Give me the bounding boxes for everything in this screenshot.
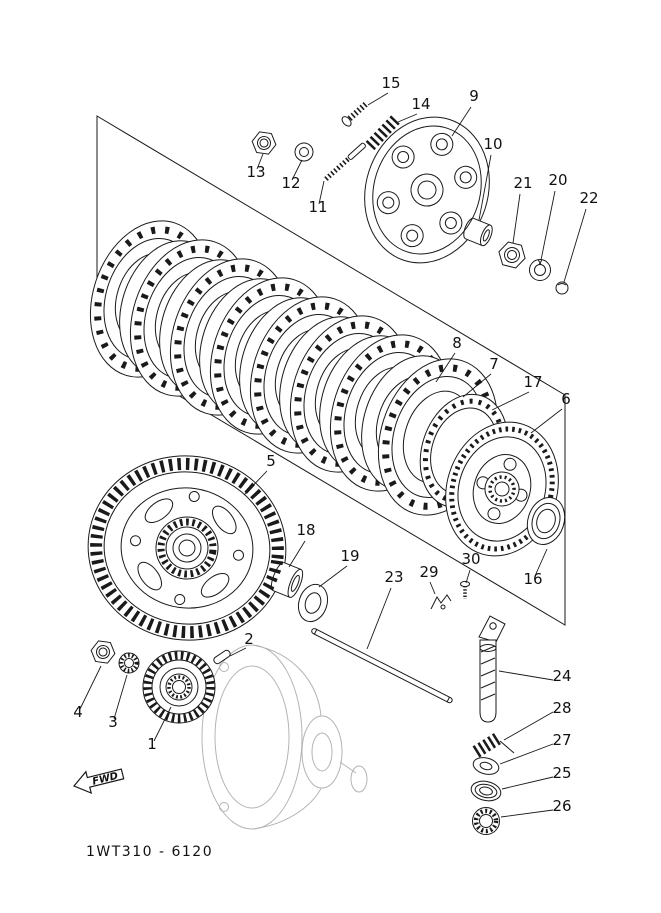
callout-27: 27: [552, 731, 571, 749]
plain-washer-19: [297, 583, 329, 623]
callout-29: 29: [419, 563, 438, 581]
clutch-boss: [445, 421, 559, 557]
push-rod: [311, 628, 453, 704]
callout-19: 19: [340, 547, 359, 565]
return-spring: [472, 731, 515, 758]
callout-17: 17: [523, 373, 542, 391]
leader-lines: [79, 92, 587, 818]
thrust-washer: [526, 497, 566, 545]
primary-drive-gear: [142, 650, 216, 724]
callout-14: 14: [411, 95, 430, 113]
callout-1: 1: [147, 735, 157, 753]
hex-nut-21: [498, 241, 526, 269]
callout-30: 30: [461, 550, 480, 568]
callout-13: 13: [246, 163, 265, 181]
fwd-arrow-icon: FWD: [73, 768, 125, 795]
stud-bolt-11: [324, 142, 366, 181]
oil-seal-25: [470, 780, 502, 802]
lever-clip: [430, 594, 452, 610]
callout-18: 18: [296, 521, 315, 539]
hex-nut-13: [251, 131, 277, 155]
lock-washer-3: [118, 652, 140, 674]
lock-washer-20: [529, 259, 551, 281]
callout-6: 6: [561, 390, 571, 408]
callout-20: 20: [548, 171, 567, 189]
callout-3: 3: [108, 713, 118, 731]
callout-24: 24: [552, 667, 571, 685]
woodruff-key: [213, 649, 231, 665]
clutch-basket: [87, 455, 287, 641]
small-screw-30: [460, 580, 470, 599]
pressure-plate: [364, 116, 490, 264]
callout-22: 22: [579, 189, 598, 207]
callout-21: 21: [513, 174, 532, 192]
callout-25: 25: [552, 764, 571, 782]
frame-parallelogram: [96, 115, 566, 626]
hex-nut-4: [90, 640, 116, 664]
bearing-26: [472, 807, 500, 835]
callout-11: 11: [308, 198, 327, 216]
callout-12: 12: [281, 174, 300, 192]
plain-washer-12: [294, 142, 314, 162]
callout-23: 23: [384, 568, 403, 586]
callout-4: 4: [73, 703, 83, 721]
callout-26: 26: [552, 797, 571, 815]
callout-5: 5: [266, 452, 276, 470]
steel-ball-22: [555, 281, 569, 295]
diagram-part-code: 1WT310 - 6120: [86, 844, 213, 860]
spacer-bushing: [270, 562, 304, 598]
callout-10: 10: [483, 135, 502, 153]
callout-labels: 1 2 3 4 5 6 7 8 9 10 11 12 13 14 15 16 1…: [73, 74, 598, 815]
callout-8: 8: [452, 334, 462, 352]
callout-28: 28: [552, 699, 571, 717]
plain-washer-27: [472, 757, 500, 775]
push-lever: [478, 615, 506, 723]
callout-7: 7: [489, 355, 499, 373]
callout-2: 2: [244, 630, 254, 648]
callout-15: 15: [381, 74, 400, 92]
clutch-spring: [365, 114, 401, 151]
callout-16: 16: [523, 570, 542, 588]
clutch-spring-screw: [341, 101, 368, 127]
spacer-collar-10: [463, 217, 493, 247]
callout-9: 9: [469, 87, 479, 105]
crankcase-ghost: [201, 644, 368, 830]
fwd-label: FWD: [91, 771, 119, 788]
